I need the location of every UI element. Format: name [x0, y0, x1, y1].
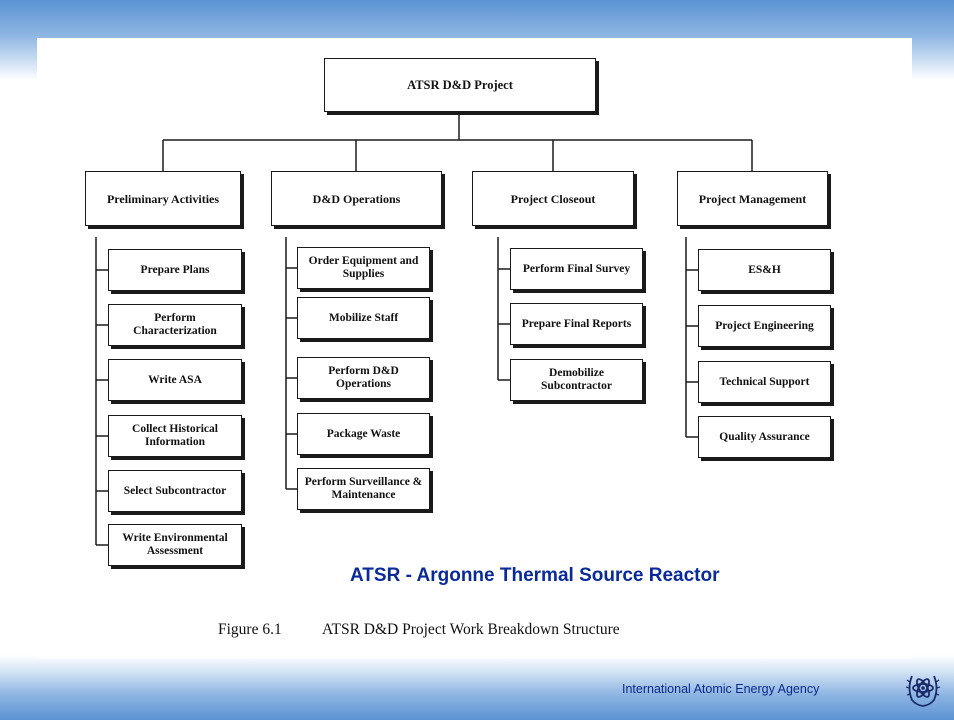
wbs-task-node: Package Waste	[297, 413, 430, 455]
wbs-task-node: Perform Characterization	[108, 304, 242, 346]
figure-number: Figure 6.1	[218, 621, 282, 638]
task-label: Quality Assurance	[719, 430, 810, 443]
wbs-branch-project-management: Project Management	[677, 171, 828, 226]
wbs-root-label: ATSR D&D Project	[407, 78, 513, 92]
figure-title: ATSR D&D Project Work Breakdown Structur…	[322, 621, 620, 638]
wbs-task-node: ES&H	[698, 249, 831, 291]
wbs-task-node: Perform D&D Operations	[297, 357, 430, 399]
acronym-note: ATSR - Argonne Thermal Source Reactor	[350, 565, 720, 586]
task-label: Perform Final Survey	[522, 262, 631, 275]
wbs-task-node: Prepare Final Reports	[510, 303, 643, 345]
task-label: ES&H	[748, 263, 781, 276]
wbs-task-node: Project Engineering	[698, 305, 831, 347]
task-label: Perform D&D Operations	[328, 365, 399, 390]
task-label: Package Waste	[326, 427, 401, 440]
task-label: Write Environmental Assessment	[122, 532, 228, 557]
wbs-task-node: Order Equipment and Supplies	[297, 247, 430, 289]
wbs-task-node: Select Subcontractor	[108, 470, 242, 512]
task-label: Order Equipment and Supplies	[308, 255, 419, 280]
figure-caption: Figure 6.1 ATSR D&D Project Work Breakdow…	[218, 621, 620, 639]
wbs-task-node: Prepare Plans	[108, 249, 242, 291]
wbs-task-node: Write ASA	[108, 359, 242, 401]
branch-label: Preliminary Activities	[106, 191, 220, 206]
task-label: Technical Support	[719, 375, 810, 388]
task-label: Project Engineering	[715, 319, 814, 332]
wbs-task-node: Quality Assurance	[698, 416, 831, 458]
wbs-task-node: Demobilize Subcontractor	[510, 359, 643, 401]
task-label: Write ASA	[148, 373, 202, 386]
branch-label: Project Management	[698, 191, 807, 206]
wbs-branch-dd-operations: D&D Operations	[271, 171, 442, 226]
wbs-task-node: Technical Support	[698, 361, 831, 403]
wbs-branch-preliminary-activities: Preliminary Activities	[85, 171, 241, 226]
wbs-task-node: Write Environmental Assessment	[108, 524, 242, 566]
task-label: Demobilize Subcontractor	[541, 367, 612, 392]
wbs-task-node: Mobilize Staff	[297, 297, 430, 339]
task-label: Perform Characterization	[133, 312, 217, 337]
footer-organization: International Atomic Energy Agency	[622, 682, 820, 696]
wbs-branch-project-closeout: Project Closeout	[472, 171, 634, 226]
task-label: Collect Historical Information	[132, 423, 218, 448]
branch-label: Project Closeout	[510, 191, 596, 206]
wbs-task-node: Perform Surveillance & Maintenance	[297, 468, 430, 510]
wbs-task-node: Perform Final Survey	[510, 248, 643, 290]
task-label: Mobilize Staff	[328, 311, 399, 324]
footer-gradient-band	[0, 655, 954, 720]
wbs-root-node: ATSR D&D Project	[324, 58, 596, 112]
iaea-atom-emblem-icon	[906, 675, 940, 707]
task-label: Select Subcontractor	[123, 484, 227, 497]
wbs-task-node: Collect Historical Information	[108, 415, 242, 457]
branch-label: D&D Operations	[312, 191, 401, 206]
task-label: Perform Surveillance & Maintenance	[304, 476, 423, 501]
task-label: Prepare Plans	[140, 263, 210, 276]
task-label: Prepare Final Reports	[521, 317, 632, 330]
